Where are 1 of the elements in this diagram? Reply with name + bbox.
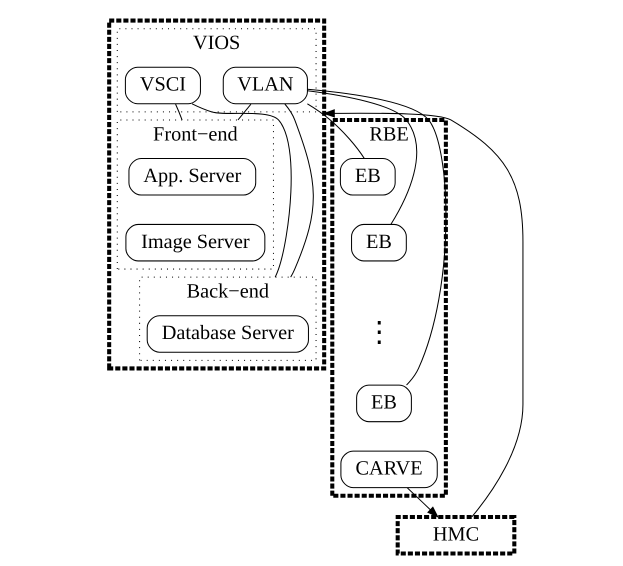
label: ⋮ [364, 316, 392, 348]
